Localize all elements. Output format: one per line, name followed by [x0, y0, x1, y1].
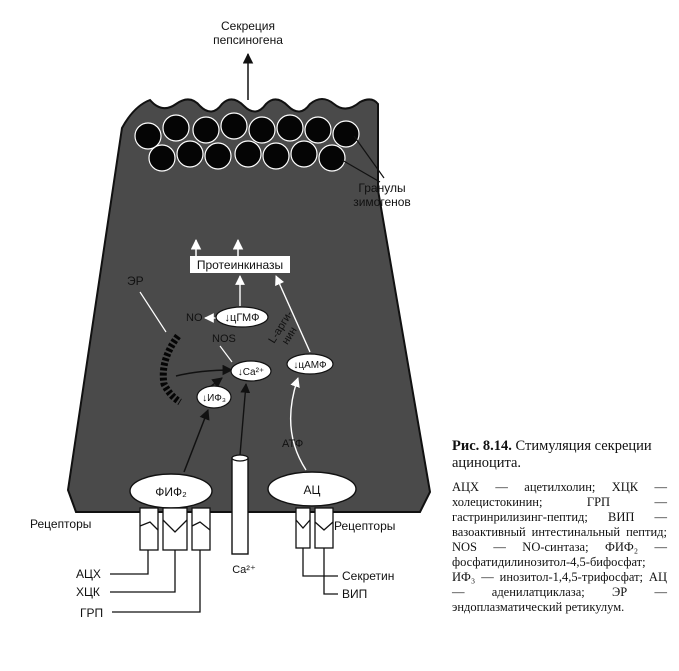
- granules-label-line1: Гранулы: [358, 181, 405, 195]
- ip3-label: ↓ИФ₃: [202, 393, 226, 404]
- granule: [318, 144, 346, 172]
- cck-label: ХЦК: [76, 585, 100, 599]
- endoplasmic-reticulum: [159, 333, 182, 406]
- grp-label: ГРП: [80, 606, 103, 620]
- cgmp-ellipse: [215, 306, 269, 328]
- granule: [262, 142, 290, 170]
- nos-label: NOS: [212, 333, 236, 345]
- right-receptors: [295, 507, 334, 549]
- caption-body: АЦХ — ацетилхолин; ХЦК — холецистокинин;…: [452, 480, 667, 614]
- ca-to-nos-arrow: [219, 345, 233, 363]
- ac-to-camp-arrow: [289, 377, 307, 471]
- calcium-channel: [231, 457, 249, 555]
- secretin-label: Секретин: [342, 569, 394, 583]
- grp-line: [112, 550, 201, 613]
- receptors-left-label: Рецепторы: [30, 517, 91, 531]
- granules-leader-1: [353, 135, 385, 179]
- camp-ellipse: [286, 353, 334, 375]
- atp-label: АТФ: [282, 438, 303, 450]
- granule: [204, 142, 232, 170]
- receptor-cck: [162, 507, 188, 551]
- acinar-cell-body: [66, 98, 432, 513]
- ach-label: АЦХ: [76, 567, 101, 581]
- granule: [148, 144, 176, 172]
- protein-kinases-box: [190, 256, 290, 273]
- granule: [332, 120, 360, 148]
- figure-caption: Рис. 8.14. Стимуляция секреции ациноцита…: [452, 438, 667, 615]
- ach-line: [110, 550, 149, 575]
- granule: [176, 140, 204, 168]
- receptor-ach: [139, 507, 159, 551]
- pip2-to-ip3-arrow: [183, 409, 210, 473]
- granule: [220, 112, 248, 140]
- receptor-vip: [314, 507, 334, 549]
- secretion-label-line2: пепсиногена: [213, 33, 283, 47]
- calcium-channel-top: [231, 454, 249, 462]
- zymogen-granules: [134, 112, 360, 172]
- granules-label-line2: зимогенов: [353, 195, 411, 209]
- receptor-grp: [191, 507, 211, 551]
- ca-outside-label: Ca²⁺: [232, 564, 256, 576]
- caption-fig-label: Рис. 8.14.: [452, 438, 512, 454]
- granule: [192, 116, 220, 144]
- cgmp-label: ↓цГМФ: [225, 312, 260, 324]
- granule: [290, 140, 318, 168]
- caption-title: Рис. 8.14. Стимуляция секреции ациноцита…: [452, 438, 667, 472]
- granule: [134, 122, 162, 150]
- vip-label: ВИП: [342, 587, 367, 601]
- receptor-right-notch: [295, 519, 334, 531]
- receptors-right-label: Рецепторы: [334, 519, 395, 533]
- ac-ellipse: [267, 471, 357, 507]
- granule: [162, 114, 190, 142]
- caption-title-text: Стимуляция секреции ациноцита.: [452, 438, 652, 471]
- secretion-label-line1: Секреция: [221, 19, 275, 33]
- ca-inside-label: ↓Ca²⁺: [238, 367, 264, 378]
- er-leader: [139, 291, 167, 333]
- ca-inside-ellipse: [230, 360, 272, 382]
- cck-line: [110, 550, 176, 593]
- secretin-line: [302, 548, 338, 577]
- receptor-notch: [139, 519, 211, 533]
- ac-label: АЦ: [304, 483, 321, 497]
- protein-kinases-label: Протеинкиназы: [197, 258, 283, 272]
- granules-leader-2: [341, 159, 381, 183]
- ip3-ellipse: [196, 385, 232, 409]
- granule: [248, 116, 276, 144]
- granule: [234, 140, 262, 168]
- er-label: ЭР: [127, 274, 144, 288]
- camp-to-kinases-arrow: [275, 275, 311, 353]
- vip-line: [323, 548, 338, 595]
- granule: [276, 114, 304, 142]
- camp-label: ↓цАМФ: [293, 360, 327, 371]
- no-label: NO: [186, 312, 203, 324]
- er-to-ca-arrow: [175, 364, 234, 377]
- left-receptors: [139, 507, 211, 551]
- pip2-label: ФИФ₂: [155, 485, 187, 499]
- channel-to-ca-arrow: [239, 383, 251, 456]
- granule: [304, 116, 332, 144]
